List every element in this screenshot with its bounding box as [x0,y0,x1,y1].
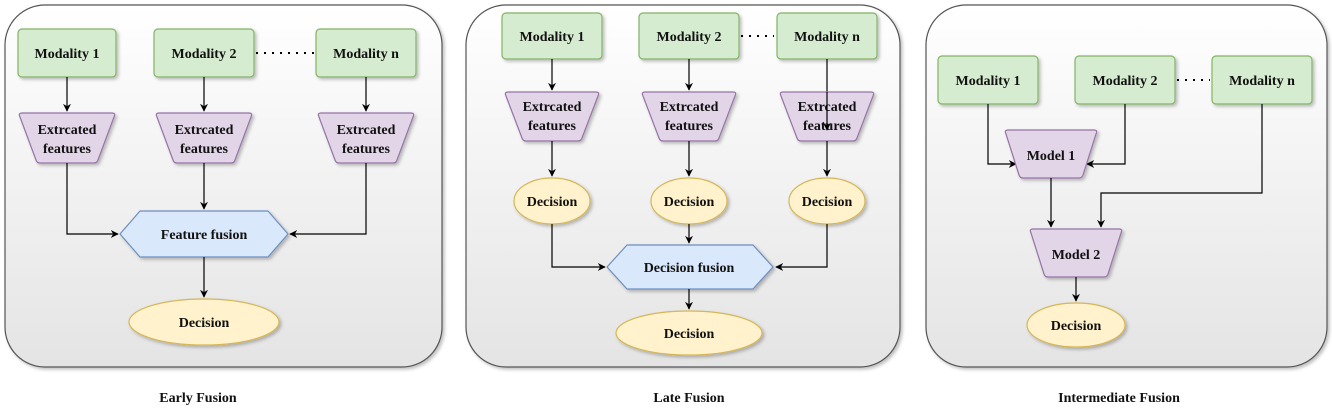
early-features-2-line1: Extrcated [175,123,234,138]
late-arrow-d1 [551,224,606,271]
late-decision-n: Decision [788,177,866,225]
early-fusion-caption: Early Fusion [159,391,237,406]
late-arrow-dn [775,224,828,271]
early-features-n-line2: features [342,142,390,157]
early-modality-1-label: Modality 1 [35,47,100,62]
late-decision-1: Decision [513,177,591,225]
late-features-2: Extrcated features [641,91,737,142]
intermediate-model-1: Model 1 [1004,129,1098,179]
intermediate-arrow-m2 [1086,104,1126,168]
late-decision-2: Decision [650,177,728,225]
late-modality-n: Modality n [776,12,878,60]
early-fusion-panel: Modality 1 Modality 2 Modality n Extrcat… [4,4,443,406]
intermediate-modality-n-label: Modality n [1229,74,1295,89]
late-features-1-line2: features [528,119,576,134]
intermediate-decision-label: Decision [1051,319,1102,334]
early-feature-fusion: Feature fusion [119,210,289,258]
late-modality-1-label: Modality 1 [520,30,585,45]
intermediate-model-1-label: Model 1 [1027,149,1076,164]
early-features-n-line1: Extrcated [337,123,396,138]
early-modality-1: Modality 1 [17,28,117,78]
late-modality-n-label: Modality n [794,30,860,45]
early-features-1-line2: features [43,142,91,157]
intermediate-modality-n: Modality n [1211,55,1313,105]
early-arrow-f1 [66,163,119,238]
late-decision-n-label: Decision [802,195,853,210]
late-features-2-line2: features [665,119,713,134]
late-features-1: Extrcated features [504,91,600,142]
intermediate-model-2-label: Model 2 [1052,248,1101,263]
late-modality-1: Modality 1 [501,12,603,60]
late-modality-2-label: Modality 2 [657,30,722,45]
late-features-1-line1: Extrcated [523,100,582,115]
early-features-2-line2: features [180,142,228,157]
early-features-2: Extrcated features [155,112,253,164]
intermediate-modality-2: Modality 2 [1074,55,1176,105]
late-final-decision-label: Decision [664,327,715,342]
early-modality-2: Modality 2 [153,28,255,78]
late-decision-fusion: Decision fusion [606,244,774,290]
intermediate-arrow-mn [1097,104,1263,228]
early-panel-frame [4,4,443,368]
intermediate-modality-1-label: Modality 1 [956,74,1021,89]
early-arrow-fn [289,163,367,238]
early-modality-n-label: Modality n [333,47,399,62]
early-features-n: Extrcated features [317,112,415,164]
intermediate-arrow-m1 [987,104,1017,168]
late-decision-1-label: Decision [527,195,578,210]
early-modality-2-label: Modality 2 [172,47,237,62]
late-final-decision: Decision [615,310,763,356]
late-fusion-caption: Late Fusion [653,391,724,406]
early-modality-n: Modality n [315,28,417,78]
intermediate-modality-2-label: Modality 2 [1093,74,1158,89]
late-modality-2: Modality 2 [638,12,740,60]
early-decision-label: Decision [179,316,230,331]
intermediate-decision: Decision [1026,302,1126,348]
early-decision: Decision [128,298,280,346]
early-features-1: Extrcated features [18,112,116,164]
late-decision-2-label: Decision [664,195,715,210]
intermediate-fusion-caption: Intermediate Fusion [1058,391,1180,406]
early-feature-fusion-label: Feature fusion [161,228,248,243]
late-fusion-panel: Modality 1 Modality 2 Modality n Extrcat… [465,4,901,406]
intermediate-modality-1: Modality 1 [937,55,1039,105]
intermediate-fusion-panel: Modality 1 Modality 2 Modality n Model 1… [925,4,1328,406]
intermediate-model-2: Model 2 [1029,228,1123,278]
late-decision-fusion-label: Decision fusion [644,261,735,276]
early-features-1-line1: Extrcated [38,123,97,138]
late-features-2-line1: Extrcated [660,100,719,115]
